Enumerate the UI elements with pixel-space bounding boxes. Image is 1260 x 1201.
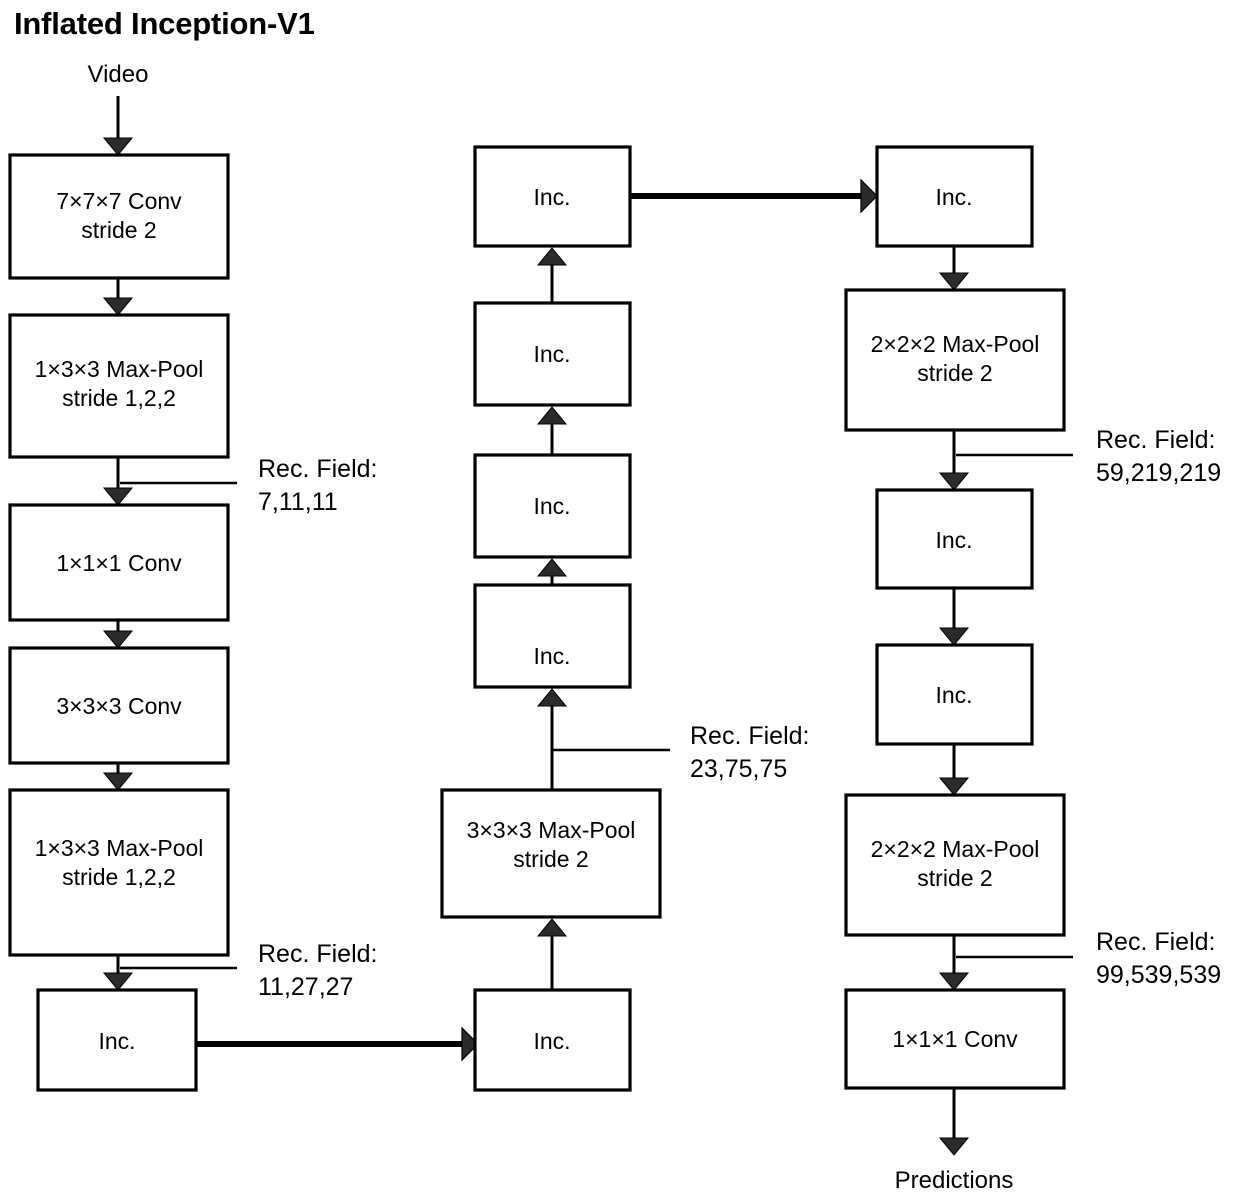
page-title: Inflated Inception-V1 bbox=[14, 6, 315, 41]
node-label-line1: 3×3×3 Conv bbox=[56, 693, 182, 719]
arrowhead-down-icon bbox=[102, 297, 134, 316]
node-conv7[interactable]: 7×7×7 Conv stride 2 bbox=[8, 153, 230, 280]
arrowhead-up-icon bbox=[536, 918, 568, 937]
node-inc-l1[interactable]: Inc. bbox=[36, 988, 198, 1092]
rf4-heading: Rec. Field: bbox=[1096, 426, 1215, 454]
node-label-line1: Inc. bbox=[533, 341, 570, 367]
node-label-line1: Inc. bbox=[533, 184, 570, 210]
node-label-line1: 3×3×3 Max-Pool bbox=[467, 817, 636, 843]
node-label-line1: 1×1×1 Conv bbox=[892, 1026, 1018, 1052]
node-label-line1: Inc. bbox=[533, 493, 570, 519]
node-label-line2: stride 2 bbox=[917, 360, 992, 386]
arrowhead-right-icon bbox=[860, 178, 878, 214]
node-label-line1: 1×3×3 Max-Pool bbox=[35, 356, 204, 382]
node-inc-m3[interactable]: Inc. bbox=[473, 301, 632, 407]
arrowhead-down-icon bbox=[102, 772, 134, 791]
node-label-line1: 2×2×2 Max-Pool bbox=[871, 836, 1040, 862]
rf5-value: 99,539,539 bbox=[1096, 961, 1221, 989]
node-label-line1: 1×3×3 Max-Pool bbox=[35, 835, 204, 861]
node-label-line1: Inc. bbox=[533, 1028, 570, 1054]
node-inc-m0[interactable]: Inc. bbox=[473, 988, 632, 1092]
node-label-line2: stride 2 bbox=[81, 217, 156, 243]
node-label-line1: Inc. bbox=[98, 1028, 135, 1054]
node-label-line2: stride 1,2,2 bbox=[62, 864, 176, 890]
arrowhead-down-icon bbox=[102, 137, 134, 156]
node-inc-m1[interactable]: Inc. bbox=[473, 583, 632, 689]
arrowhead-down-icon bbox=[938, 472, 970, 491]
arrowhead-down-icon bbox=[102, 487, 134, 506]
arrowhead-up-icon bbox=[536, 688, 568, 707]
rf1-heading: Rec. Field: bbox=[258, 455, 377, 483]
node-label-line2: stride 2 bbox=[513, 846, 588, 872]
node-label-line2: stride 1,2,2 bbox=[62, 385, 176, 411]
arrowhead-down-icon bbox=[938, 777, 970, 796]
arrowhead-down-icon bbox=[102, 972, 134, 991]
arrowhead-down-icon bbox=[102, 630, 134, 649]
arrowhead-down-icon bbox=[938, 627, 970, 646]
node-label-line1: 2×2×2 Max-Pool bbox=[871, 331, 1040, 357]
arrowhead-down-icon bbox=[938, 272, 970, 291]
arrowhead-down-icon bbox=[938, 972, 970, 991]
rf1-value: 7,11,11 bbox=[258, 488, 338, 516]
arrowhead-up-icon bbox=[536, 558, 568, 577]
node-label-line2: stride 2 bbox=[917, 865, 992, 891]
node-label-line1: Inc. bbox=[935, 527, 972, 553]
node-label-line1: Inc. bbox=[935, 682, 972, 708]
node-maxpool333[interactable]: 3×3×3 Max-Pool stride 2 bbox=[440, 788, 662, 919]
node-inc-m2[interactable]: Inc. bbox=[473, 453, 632, 559]
node-maxpool133a[interactable]: 1×3×3 Max-Pool stride 1,2,2 bbox=[8, 313, 230, 459]
output-label: Predictions bbox=[895, 1167, 1014, 1194]
node-inc-r1[interactable]: Inc. bbox=[875, 145, 1034, 248]
node-label-line1: Inc. bbox=[935, 184, 972, 210]
rf3-value: 23,75,75 bbox=[690, 755, 787, 783]
arrowhead-up-icon bbox=[536, 406, 568, 425]
arrowhead-right-icon bbox=[461, 1026, 479, 1062]
arrowhead-up-icon bbox=[536, 247, 568, 266]
node-maxpool222a[interactable]: 2×2×2 Max-Pool stride 2 bbox=[844, 288, 1066, 432]
arrowhead-down-icon bbox=[938, 1137, 970, 1156]
node-conv1-out[interactable]: 1×1×1 Conv bbox=[844, 988, 1066, 1090]
node-conv3[interactable]: 3×3×3 Conv bbox=[8, 646, 230, 765]
node-conv1[interactable]: 1×1×1 Conv bbox=[8, 503, 230, 622]
input-label: Video bbox=[88, 61, 149, 88]
node-inc-m4[interactable]: Inc. bbox=[473, 145, 632, 248]
node-maxpool133b[interactable]: 1×3×3 Max-Pool stride 1,2,2 bbox=[8, 788, 230, 957]
node-label-line1: 7×7×7 Conv bbox=[56, 188, 182, 214]
node-inc-r2[interactable]: Inc. bbox=[875, 488, 1034, 590]
rf4-value: 59,219,219 bbox=[1096, 459, 1221, 487]
node-maxpool222b[interactable]: 2×2×2 Max-Pool stride 2 bbox=[844, 793, 1066, 937]
node-inc-r3[interactable]: Inc. bbox=[875, 643, 1034, 746]
node-label-line1: 1×1×1 Conv bbox=[56, 550, 182, 576]
node-label-line1: Inc. bbox=[533, 643, 570, 669]
rf5-heading: Rec. Field: bbox=[1096, 928, 1215, 956]
rf2-heading: Rec. Field: bbox=[258, 940, 377, 968]
rf2-value: 11,27,27 bbox=[258, 973, 353, 1001]
rf3-heading: Rec. Field: bbox=[690, 722, 809, 750]
